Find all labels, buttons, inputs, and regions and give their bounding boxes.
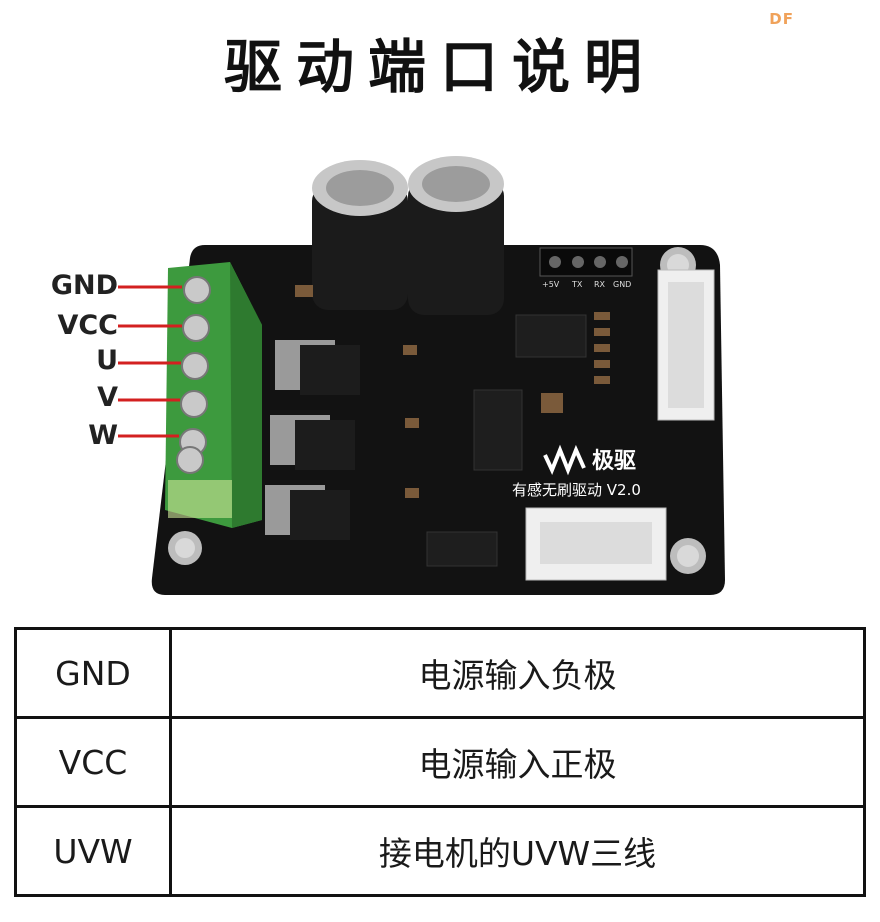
mount-hole-br (670, 538, 706, 574)
capacitor-right (408, 156, 504, 315)
logic-ic (473, 389, 523, 471)
board-model: 有感无刷驱动 V2.0 (512, 481, 641, 499)
pin-lines (118, 285, 182, 438)
mosfet-1 (275, 340, 360, 395)
svg-text:极驱: 极驱 (592, 449, 636, 474)
svg-text:TX: TX (571, 280, 583, 289)
hall-connector (657, 269, 715, 421)
terminal-screws (179, 276, 211, 456)
table-row: UVW 接电机的UVW三线 (14, 805, 866, 897)
watermark: DF (769, 10, 794, 28)
mosfet-2 (270, 415, 355, 470)
port-desc: 电源输入负极 (169, 627, 866, 719)
port-name: VCC (14, 716, 172, 808)
pin-label-w: W (88, 420, 118, 451)
port-table: GND 电源输入负极 VCC 电源输入正极 UVW 接电机的UVW三线 (14, 627, 866, 897)
terminal-block (165, 262, 262, 528)
port-name: UVW (14, 805, 172, 897)
svg-text:RX: RX (594, 280, 606, 289)
regulator (426, 531, 498, 567)
board-brand: 极驱 (543, 444, 636, 476)
table-row: GND 电源输入负极 (14, 627, 866, 719)
page-title: 驱动端口说明 (223, 33, 656, 101)
board-illustration: +5V TX RX GND (118, 156, 725, 595)
board-photo: GND VCC U V W +5V TX RX GND (0, 150, 880, 610)
capacitor-left (312, 160, 408, 310)
header-labels: +5V TX RX GND (542, 280, 631, 289)
terminal-screw-6 (176, 446, 204, 474)
driver-ic (515, 314, 587, 358)
pin-label-gnd: GND (50, 270, 118, 301)
table-row: VCC 电源输入正极 (14, 716, 866, 808)
svg-text:+5V: +5V (542, 280, 560, 289)
mount-hole-bl (168, 531, 202, 565)
mosfet-3 (265, 485, 350, 540)
svg-text:GND: GND (613, 280, 631, 289)
port-name: GND (14, 627, 172, 719)
pin-label-vcc: VCC (57, 310, 118, 341)
bottom-connector (525, 507, 667, 581)
pin-label-v: V (97, 382, 118, 413)
port-desc: 电源输入正极 (169, 716, 866, 808)
smd-parts (295, 285, 610, 498)
port-desc: 接电机的UVW三线 (169, 805, 866, 897)
pin-label-u: U (96, 345, 118, 376)
